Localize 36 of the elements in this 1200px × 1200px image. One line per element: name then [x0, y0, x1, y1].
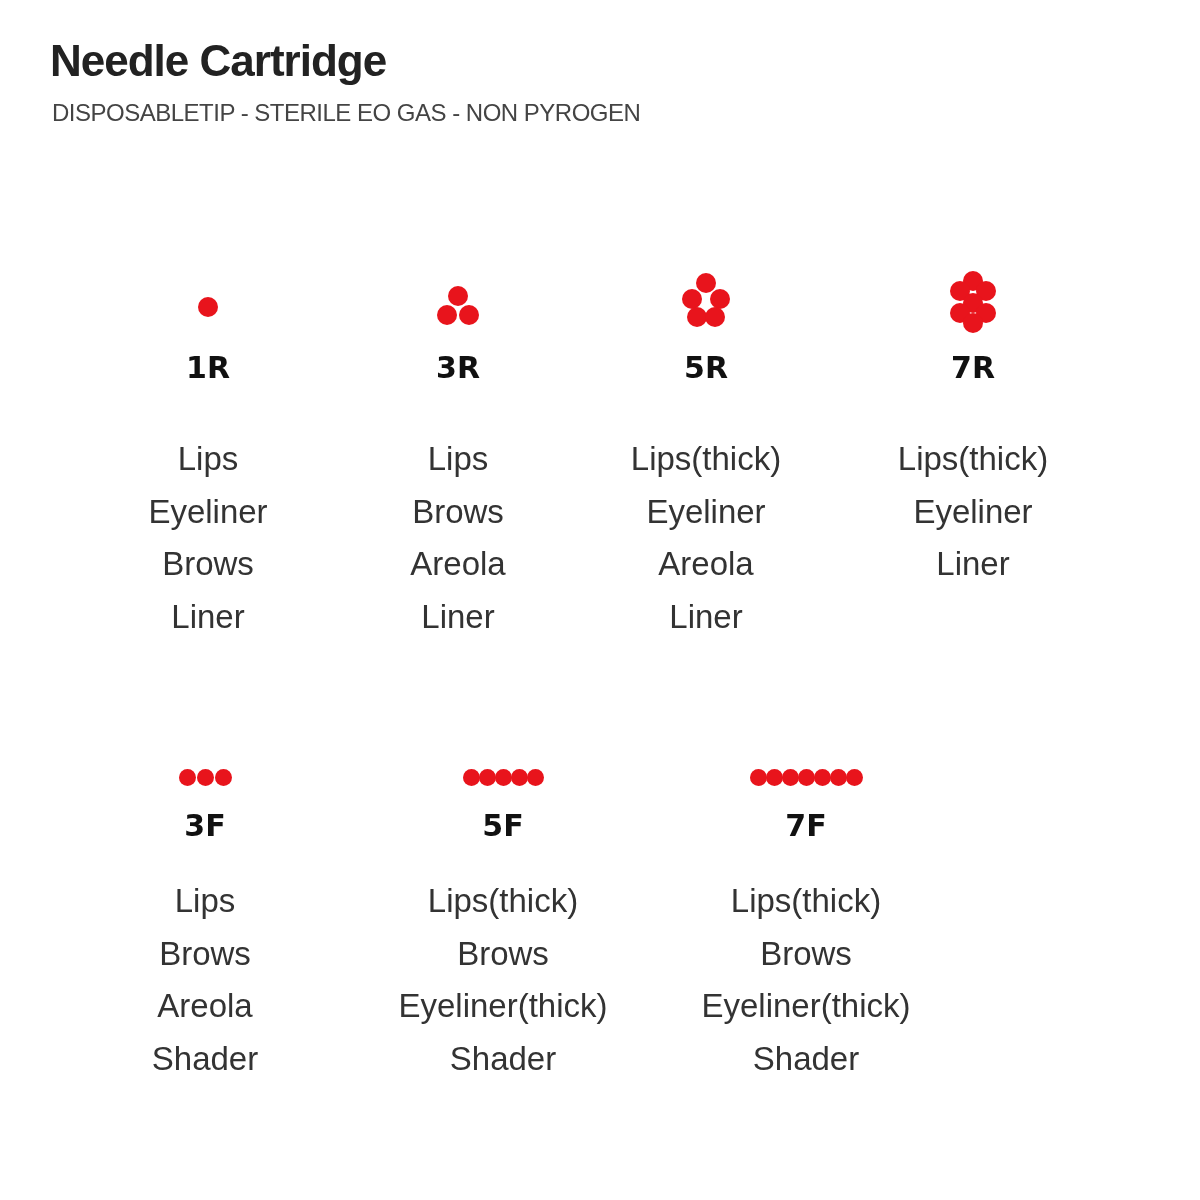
needle-code: 7R — [951, 350, 995, 385]
usage-text: Lips — [174, 882, 236, 920]
title: Needle Cartridge — [50, 36, 387, 86]
needle-code: 3R — [436, 350, 480, 385]
usage-text: Lips — [177, 440, 239, 478]
usage-text: Lips — [427, 440, 489, 478]
usage-text: Eyeliner(thick) — [701, 987, 911, 1025]
usage-text: Lips(thick) — [427, 882, 579, 920]
usage-text: Lips(thick) — [897, 440, 1049, 478]
needle-code: 7F — [785, 808, 827, 843]
usage-text: Lips(thick) — [730, 882, 882, 920]
usage-text: Lips(thick) — [630, 440, 782, 478]
usage-text: Brows — [760, 934, 852, 973]
usage-text: Areola — [157, 987, 253, 1025]
usage-text: Shader — [449, 1039, 557, 1078]
usage-text: Liner — [171, 597, 245, 636]
usage-text: Eyeliner — [148, 492, 268, 531]
usage-text: Brows — [159, 934, 251, 973]
usage-text: Liner — [421, 597, 495, 636]
usage-text: Eyeliner — [646, 492, 766, 531]
usage-text: Brows — [457, 934, 549, 973]
usage-text: Brows — [412, 492, 504, 531]
usage-text: Areola — [658, 545, 754, 583]
usage-text: Areola — [410, 545, 506, 583]
usage-text: Liner — [669, 597, 743, 636]
needle-code: 3F — [184, 808, 226, 843]
needle-code: 5F — [482, 808, 524, 843]
usage-text: Shader — [752, 1039, 860, 1078]
needle-code: 1R — [186, 350, 230, 385]
subtitle: DISPOSABLETIP - STERILE EO GAS - NON PYROGEN — [52, 99, 641, 127]
usage-text: Shader — [151, 1039, 259, 1078]
usage-text: Eyeliner(thick) — [398, 987, 608, 1025]
usage-text: Brows — [162, 545, 254, 583]
usage-text: Eyeliner — [913, 492, 1033, 531]
needle-code: 5R — [684, 350, 728, 385]
usage-text: Liner — [936, 545, 1010, 583]
